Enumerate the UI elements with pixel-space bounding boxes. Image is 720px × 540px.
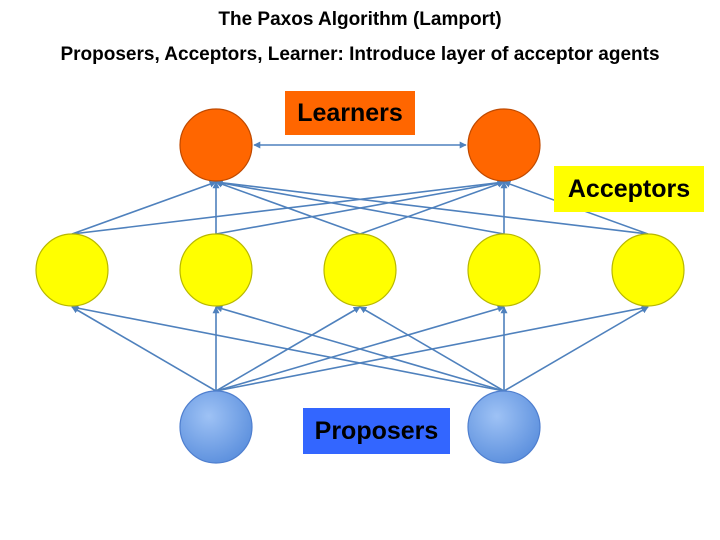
learners-label: Learners [285,91,415,135]
edge-proposer-2-to-acceptor-5 [503,306,649,392]
acceptor-3 [323,233,397,307]
learner-1 [179,108,253,182]
slide-subtitle: Proposers, Acceptors, Learner: Introduce… [60,44,660,65]
edge-acceptor-1-to-learner-1 [71,180,217,235]
edge-proposer-2-to-acceptor-2 [215,305,505,392]
edge-acceptor-5-to-learner-1 [215,179,649,235]
proposer-2 [467,390,541,464]
edge-acceptor-4-to-learner-1 [215,179,505,235]
proposer-1 [179,390,253,464]
slide-title: The Paxos Algorithm (Lamport) [218,9,502,30]
edge-proposer-2-to-acceptor-1 [71,304,505,392]
learner-2 [467,108,541,182]
edge-proposer-1-to-acceptor-1 [71,306,217,392]
nodes-layer [35,108,685,464]
proposers-label: Proposers [303,408,450,454]
acceptor-4 [467,233,541,307]
acceptors-label: Acceptors [554,166,704,212]
acceptor-1 [35,233,109,307]
acceptor-2 [179,233,253,307]
edge-acceptor-3-to-learner-1 [215,180,361,235]
acceptor-5 [611,233,685,307]
edge-proposer-2-to-acceptor-3 [359,306,505,392]
